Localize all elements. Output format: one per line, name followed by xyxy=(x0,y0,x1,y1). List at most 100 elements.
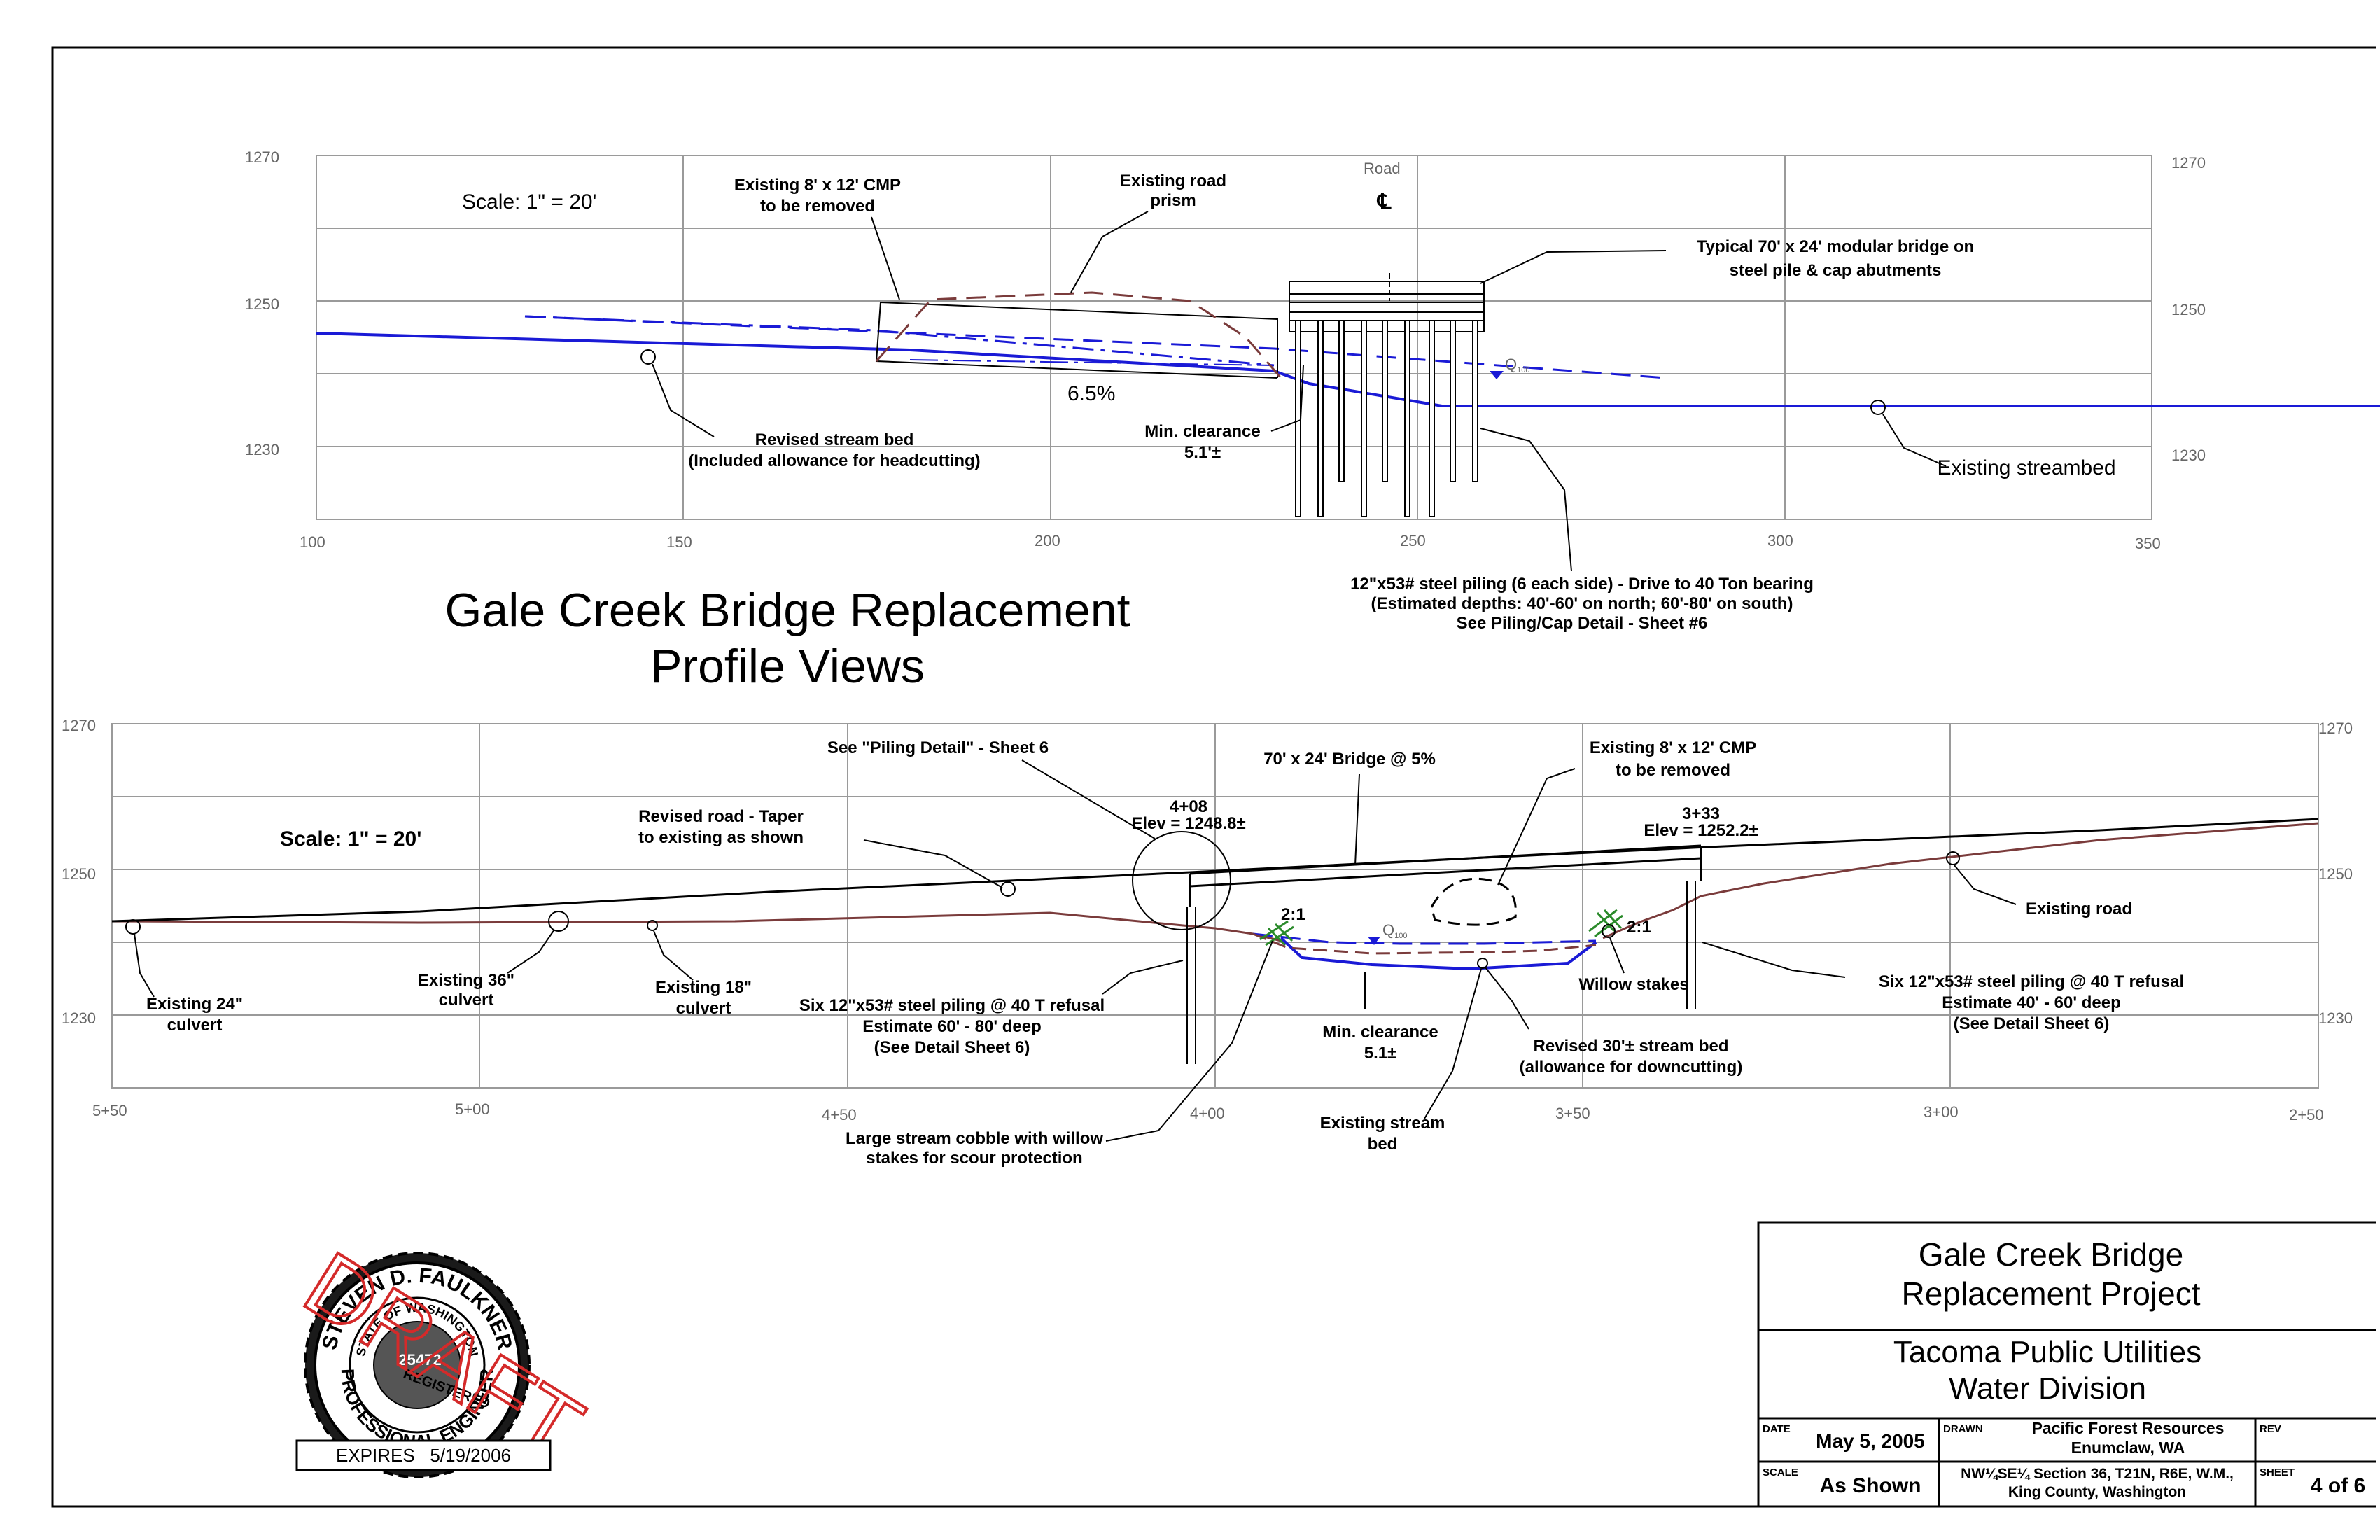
top-note-streambed: Existing streambed xyxy=(1937,456,2115,479)
bottom-y-tick-right-1230: 1230 xyxy=(2318,1009,2353,1027)
top-profile: 1270 1250 1230 1270 1250 1230 100 150 20… xyxy=(245,148,2380,633)
bottom-y-tick-right-1250: 1250 xyxy=(2318,865,2353,883)
bottom-note-culvert18-line2: culvert xyxy=(676,999,732,1018)
bottom-road-taper-marker xyxy=(1000,881,1016,897)
top-leader-streambed xyxy=(1882,414,1947,467)
seal-expiry: EXPIRES 5/19/2006 xyxy=(336,1445,511,1466)
top-note-prism-line2: prism xyxy=(1150,191,1196,210)
top-existing-road-prism xyxy=(875,291,1282,379)
top-y-tick-right-1250: 1250 xyxy=(2171,301,2206,318)
top-leader-clearance xyxy=(1270,365,1304,432)
bottom-note-revised-line2: (allowance for downcutting) xyxy=(1520,1058,1743,1077)
top-revised-bed-marker xyxy=(640,349,656,365)
bottom-note-cobble-line2: stakes for scour protection xyxy=(866,1149,1082,1168)
bottom-note-cobble-line1: Large stream cobble with willow xyxy=(846,1129,1103,1148)
top-existing-streambed-line xyxy=(316,332,2380,407)
bottom-q100-marker xyxy=(1368,937,1380,945)
top-centerline-symbol: ℄ xyxy=(1376,190,1392,214)
engineer-seal: STEVEN D. FAULKNER STATE OF WASHINGTON P… xyxy=(286,1231,601,1480)
bottom-note-pile-right-line2: Estimate 40' - 60' deep xyxy=(1942,993,2121,1012)
bottom-q100-label: Q100 xyxy=(1382,921,1407,940)
top-q100-label: Q100 xyxy=(1505,356,1530,374)
seal-expiry-box xyxy=(295,1439,552,1471)
bottom-note-bridge: 70' x 24' Bridge @ 5% xyxy=(1264,750,1436,769)
top-y-tick-left-1270: 1270 xyxy=(245,148,279,166)
bottom-leader-culvert24 xyxy=(134,933,155,997)
bottom-note-pile-right-line3: (See Detail Sheet 6) xyxy=(1954,1014,2110,1033)
bottom-leader-cmp xyxy=(1497,768,1576,886)
top-road-label: Road xyxy=(1364,160,1401,177)
top-y-tick-right-1230: 1230 xyxy=(2171,447,2206,464)
bottom-leader-willow xyxy=(1609,937,1625,974)
bottom-slope-right: 2:1 xyxy=(1627,918,1651,937)
bottom-station-right-line1: 3+33 xyxy=(1682,804,1720,823)
bottom-stream-bed-marker xyxy=(1477,958,1488,969)
top-leader-cmp xyxy=(871,216,900,300)
top-water-surface-line xyxy=(524,315,1667,379)
bottom-y-tick-left-1270: 1270 xyxy=(62,717,96,734)
top-note-cmp-line2: to be removed xyxy=(760,197,875,216)
title-block-date-label: DATE xyxy=(1763,1423,1791,1435)
bottom-x-tick-2+50: 2+50 xyxy=(2289,1106,2324,1124)
top-leader-bridge xyxy=(1480,250,1667,284)
title-block-project-line2: Replacement Project xyxy=(1902,1275,2201,1312)
bottom-note-pile-right-line1: Six 12"x53# steel piling @ 40 T refusal xyxy=(1879,972,2184,991)
top-q100-marker xyxy=(1490,371,1504,379)
bottom-note-culvert18-line1: Existing 18" xyxy=(655,978,752,997)
top-x-tick-250: 250 xyxy=(1400,532,1426,550)
bottom-x-tick-3+00: 3+00 xyxy=(1924,1103,1959,1121)
top-leader-revised xyxy=(652,363,715,438)
top-x-tick-350: 350 xyxy=(2135,535,2161,552)
top-x-tick-100: 100 xyxy=(300,533,326,551)
top-streambed-marker xyxy=(1870,400,1886,415)
bottom-leader-culvert36 xyxy=(507,929,555,974)
bottom-note-culvert24-line2: culvert xyxy=(167,1016,223,1035)
bottom-leader-bridge xyxy=(1354,774,1360,866)
bottom-leader-pile-right xyxy=(1702,941,1846,978)
bottom-x-tick-5+00: 5+00 xyxy=(455,1100,490,1118)
bottom-profile: 1270 1250 1230 1270 1250 1230 5+50 5+00 … xyxy=(62,717,2353,1168)
bottom-note-clearance-line1: Min. clearance xyxy=(1322,1023,1438,1042)
top-steel-piles xyxy=(1295,320,1478,517)
title-block-sheet: 4 of 6 xyxy=(2311,1474,2365,1497)
bottom-leader-road-taper xyxy=(863,839,1003,888)
bottom-willow-stakes-right xyxy=(1588,909,1623,938)
top-leader-prism xyxy=(1070,211,1149,293)
bottom-note-existing-road: Existing road xyxy=(2026,899,2132,918)
top-waterline-detail xyxy=(909,359,1275,366)
bottom-steel-piles xyxy=(1186,881,1696,1064)
top-note-cmp-line1: Existing 8' x 12' CMP xyxy=(734,176,901,195)
top-grid-lines xyxy=(316,155,2152,519)
bottom-x-tick-4+50: 4+50 xyxy=(822,1106,857,1124)
bottom-note-clearance-line2: 5.1± xyxy=(1364,1044,1397,1063)
bottom-leader-pile-left xyxy=(1102,960,1184,995)
bottom-water-surface xyxy=(1252,932,1597,945)
bottom-station-left-line2: Elev = 1248.8± xyxy=(1131,814,1245,833)
top-revised-streambed-line xyxy=(524,315,1275,367)
bottom-x-tick-3+50: 3+50 xyxy=(1555,1105,1590,1122)
bottom-willow-marker xyxy=(1602,924,1616,938)
top-note-prism-line1: Existing road xyxy=(1120,172,1226,190)
title-block-location-line2: King County, Washington xyxy=(2008,1484,2186,1500)
top-note-piling-line1: 12"x53# steel piling (6 each side) - Dri… xyxy=(1350,575,1814,594)
bottom-x-tick-5+50: 5+50 xyxy=(92,1102,127,1119)
top-note-piling-line2: (Estimated depths: 40'-60' on north; 60'… xyxy=(1371,594,1793,613)
top-note-revised-line2: (Included allowance for headcutting) xyxy=(688,451,980,470)
title-block-drawn-line1: Pacific Forest Resources xyxy=(2032,1419,2225,1437)
bottom-leader-culvert18 xyxy=(653,930,694,981)
title-block-client-line1: Tacoma Public Utilities xyxy=(1893,1335,2202,1369)
bottom-culvert18-marker xyxy=(647,920,658,931)
bottom-note-culvert36-line2: culvert xyxy=(439,990,494,1009)
title-block-location-line1: NW¼SE¼ Section 36, T21N, R6E, W.M., xyxy=(1961,1466,2234,1482)
title-block-drawn-label: DRAWN xyxy=(1943,1423,1983,1435)
bottom-y-tick-right-1270: 1270 xyxy=(2318,720,2353,737)
top-y-tick-right-1270: 1270 xyxy=(2171,154,2206,172)
bottom-note-cmp-line2: to be removed xyxy=(1616,761,1730,780)
bottom-note-cmp-line1: Existing 8' x 12' CMP xyxy=(1590,738,1756,757)
bottom-willow-stakes-left xyxy=(1259,920,1294,946)
top-y-tick-left-1250: 1250 xyxy=(245,295,279,313)
bottom-note-pile-left-line2: Estimate 60' - 80' deep xyxy=(862,1017,1042,1036)
bottom-note-pile-left-line1: Six 12"x53# steel piling @ 40 T refusal xyxy=(799,996,1105,1015)
bottom-note-willow: Willow stakes xyxy=(1578,975,1688,994)
bottom-note-culvert36-line1: Existing 36" xyxy=(418,971,514,990)
